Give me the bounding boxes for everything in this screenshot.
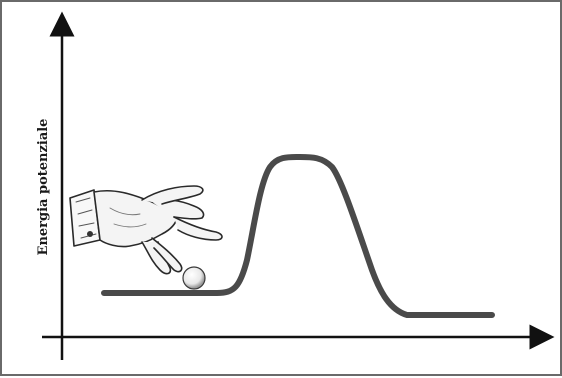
hand-icon	[70, 186, 222, 274]
ball	[183, 267, 205, 289]
energy-curve	[104, 157, 492, 315]
y-axis-label: Energia potenziale	[36, 119, 51, 256]
